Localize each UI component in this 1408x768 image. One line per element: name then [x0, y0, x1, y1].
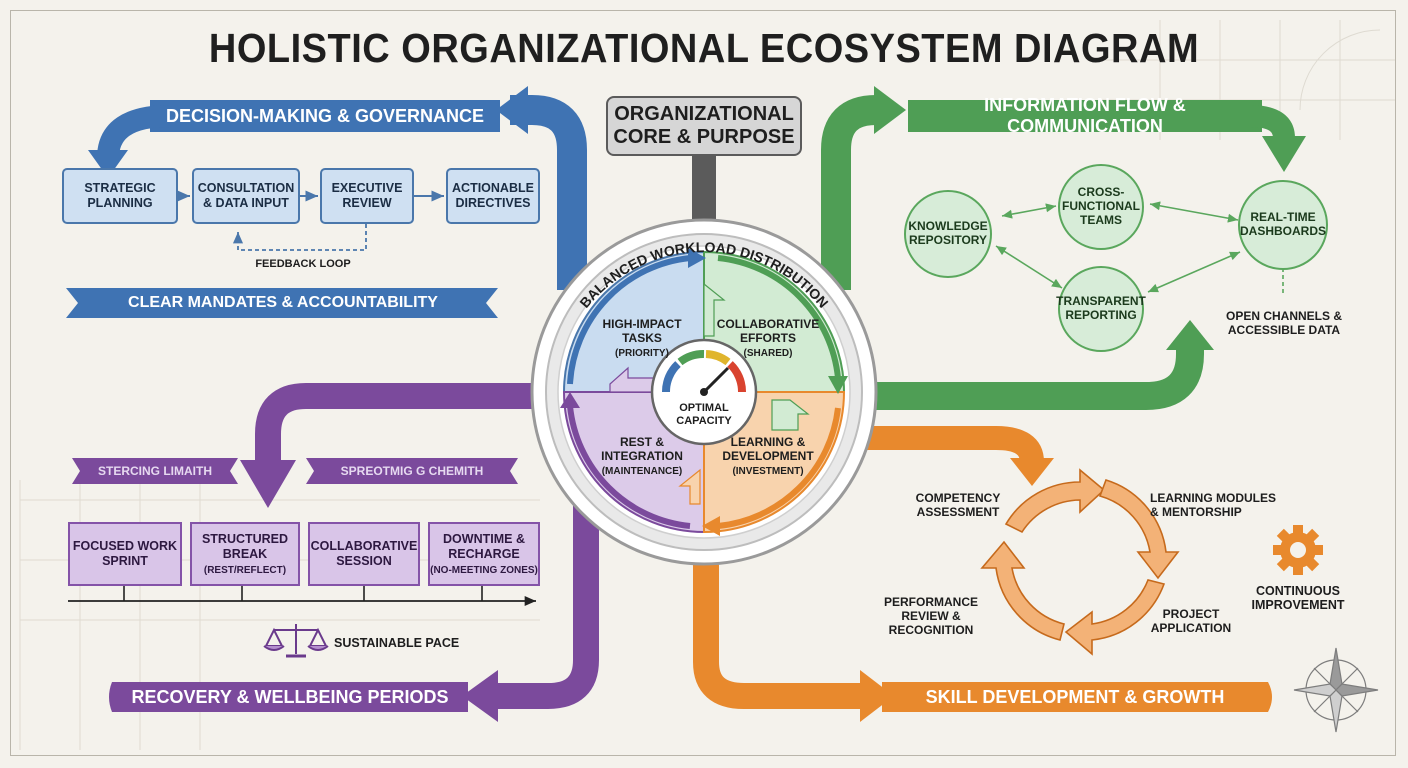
gear-icon — [1273, 525, 1323, 575]
sustainable-pace-label: SUSTAINABLE PACE — [334, 636, 460, 650]
recovery-tag-1 — [72, 458, 238, 484]
central-wheel — [530, 218, 878, 566]
governance-banner-label: DECISION-MAKING & GOVERNANCE — [165, 105, 484, 126]
organizational-core-box: ORGANIZATIONAL CORE & PURPOSE — [606, 96, 802, 156]
governance-pipe-arrow — [496, 86, 528, 134]
governance-banner — [150, 100, 500, 132]
governance-pipe — [510, 95, 587, 290]
timeline-ticks — [123, 586, 483, 601]
recovery-banner-label: RECOVERY & WELLBEING PERIODS — [131, 686, 449, 707]
mandates-label: CLEAR MANDATES & ACCOUNTABILITY — [128, 294, 438, 311]
open-channels-label: OPEN CHANNELS &ACCESSIBLE DATA — [1225, 309, 1342, 337]
cycle-learning-label: LEARNING MODULES& MENTORSHIP — [1150, 491, 1276, 519]
information-pipe — [821, 95, 880, 290]
information-hook-arrow — [1262, 136, 1306, 172]
network-links — [995, 201, 1284, 294]
compass-icon — [1293, 647, 1379, 733]
skills-cycle — [980, 468, 1180, 656]
balance-scale-icon — [263, 624, 329, 658]
information-return-arrow — [1166, 320, 1214, 350]
information-hook — [1249, 105, 1295, 140]
quadrant-learning-label: LEARNING &DEVELOPMENT (INVESTMENT) — [722, 435, 814, 477]
mandates-banner — [66, 288, 498, 318]
information-return-pipe — [860, 346, 1204, 410]
information-banner — [908, 100, 1262, 132]
recovery-pipe-arrow-left — [462, 670, 498, 722]
recovery-tag-1-label: STERCING LIMAITH — [98, 464, 212, 478]
recovery-tag-2 — [306, 458, 518, 484]
skills-banner-label: SKILL DEVELOPMENT & GROWTH — [925, 686, 1225, 707]
skills-banner — [882, 682, 1272, 712]
core-line-1: ORGANIZATIONAL — [614, 103, 794, 125]
information-banner-label: INFORMATION FLOW & COMMUNICATION — [984, 95, 1186, 136]
page-title: HOLISTIC ORGANIZATIONAL ECOSYSTEM DIAGRA… — [208, 26, 1200, 72]
block-downtime: DOWNTIME &RECHARGE (NO-MEETING ZONES) — [428, 522, 540, 586]
recovery-pipe-arrow-down — [240, 460, 296, 508]
core-line-2: CORE & PURPOSE — [613, 126, 795, 148]
feedback-loop-label: FEEDBACK LOOP — [255, 258, 351, 270]
governance-hook-arrow — [88, 150, 128, 178]
skills-pipe-lower — [693, 508, 862, 709]
recovery-banner — [109, 682, 468, 712]
recovery-tag-2-label: SPREOTMIG G CHEMITH — [340, 464, 484, 478]
skills-pipe-arrow-down — [1010, 458, 1054, 486]
page-frame — [10, 10, 1396, 756]
quadrant-rest-label: REST &INTEGRATION (MAINTENANCE) — [601, 435, 683, 477]
feedback-loop-line — [232, 224, 367, 251]
recovery-pipe-upper — [255, 383, 548, 462]
information-pipe-arrow — [874, 86, 906, 134]
skills-pipe-arrow-right — [860, 670, 894, 722]
skills-pipe-upper — [866, 426, 1044, 464]
step-consultation: CONSULTATION& DATA INPUT — [192, 168, 300, 224]
recovery-pipe-lower — [498, 480, 599, 709]
